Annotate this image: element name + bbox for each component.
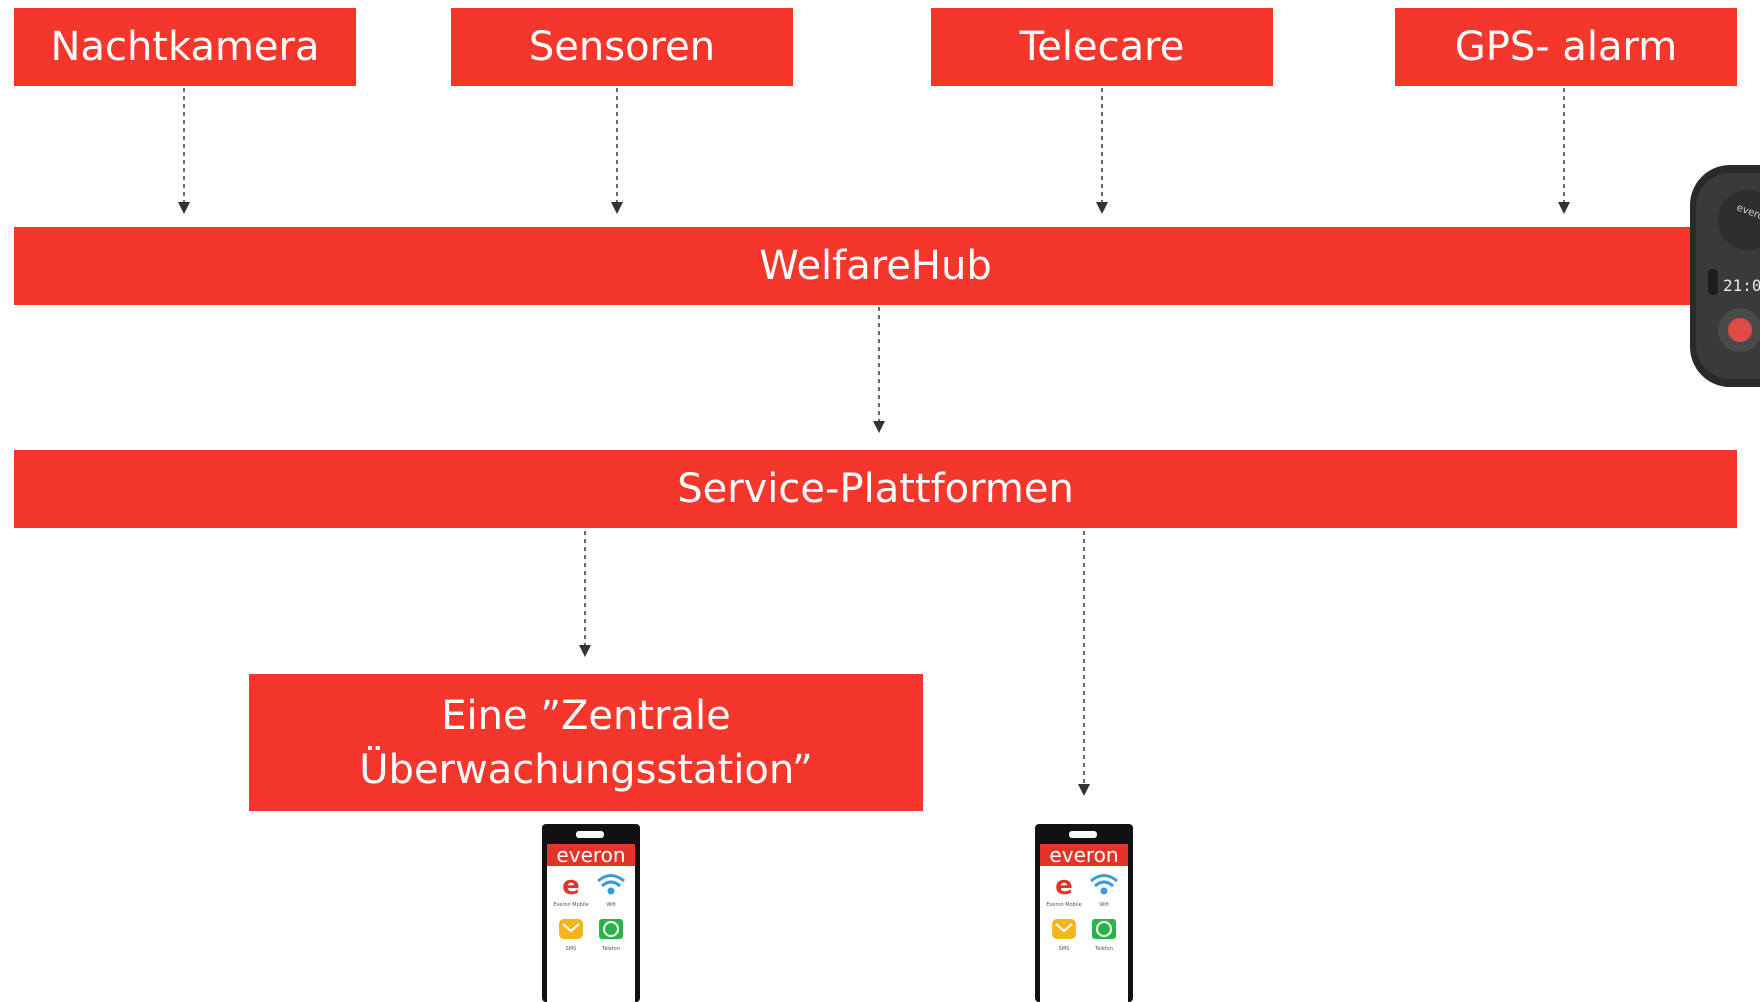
device-clock: 21:02 — [1723, 276, 1760, 295]
phone-brand: everon — [556, 843, 625, 867]
nachtkamera-box: Nachtkamera — [14, 8, 356, 86]
smartphone-station: everon e Everon Mobile Wifi SMS Telefon — [542, 824, 640, 1002]
telecare-label: Telecare — [1019, 24, 1185, 70]
sms-icon — [559, 919, 583, 939]
gps-alarm-device-image: everon 21:02 — [1690, 165, 1760, 387]
phone-brand: everon — [1049, 843, 1118, 867]
everon-mobile-icon: e — [1055, 871, 1073, 901]
whatsapp-icon — [599, 919, 623, 939]
sensoren-box: Sensoren — [451, 8, 793, 86]
gps-alarm-box: GPS- alarm — [1395, 8, 1737, 86]
app-label-wifi: Wifi — [606, 902, 615, 908]
wifi-icon — [1090, 874, 1118, 895]
telecare-box: Telecare — [931, 8, 1273, 86]
app-label-everon-mobile: Everon Mobile — [553, 902, 588, 908]
zentrale-ueberwachungsstation-box: Eine ”Zentrale Überwachungsstation” — [249, 674, 923, 811]
welfarehub-label: WelfareHub — [759, 243, 992, 289]
whatsapp-icon — [1092, 919, 1116, 939]
sms-icon — [1052, 919, 1076, 939]
station-line-2: Überwachungsstation” — [359, 746, 813, 793]
service-plattformen-label: Service-Plattformen — [677, 466, 1074, 512]
gps-alarm-label: GPS- alarm — [1454, 24, 1678, 70]
app-label-sms: SMS — [1059, 946, 1070, 952]
sensoren-label: Sensoren — [528, 24, 716, 70]
smartphone-mobile: everon e Everon Mobile Wifi SMS Telefon — [1035, 824, 1133, 1002]
app-label-telefon: Telefon — [601, 946, 620, 952]
station-line-1: Eine ”Zentrale — [441, 692, 731, 739]
app-label-sms: SMS — [566, 946, 577, 952]
nachtkamera-label: Nachtkamera — [50, 24, 320, 70]
everon-mobile-icon: e — [562, 871, 580, 901]
service-plattformen-bar: Service-Plattformen — [14, 450, 1737, 528]
app-label-telefon: Telefon — [1094, 946, 1113, 952]
wifi-icon — [597, 874, 625, 895]
app-label-everon-mobile: Everon Mobile — [1046, 902, 1081, 908]
app-label-wifi: Wifi — [1099, 902, 1108, 908]
welfarehub-bar: WelfareHub — [14, 227, 1737, 305]
